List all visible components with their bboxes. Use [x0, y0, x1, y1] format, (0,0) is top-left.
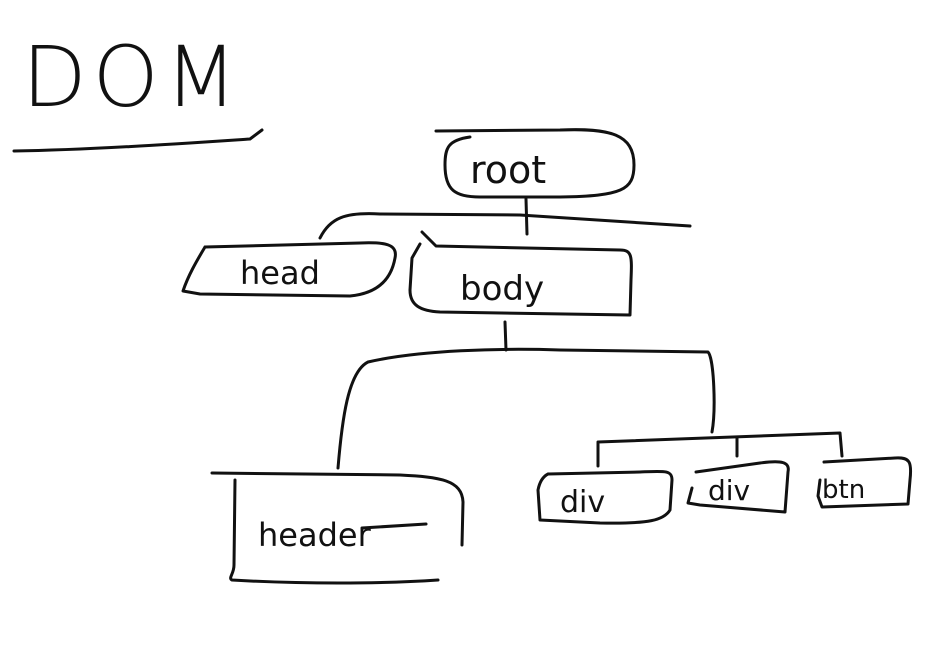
node-div-2: div	[686, 460, 790, 514]
node-head: head	[181, 241, 397, 298]
node-div-1-label: div	[560, 485, 605, 520]
edge-body-bar	[336, 347, 716, 470]
title-underline	[12, 128, 264, 153]
edge-children-bar	[596, 431, 844, 468]
edge-root-bar	[318, 212, 692, 240]
node-header-label: header	[258, 516, 372, 554]
node-head-label: head	[240, 254, 320, 292]
node-header-scribble	[360, 522, 428, 530]
edge-body-trunk	[503, 320, 508, 352]
diagram-title: DOM	[22, 28, 243, 126]
node-body: body	[408, 230, 633, 317]
node-btn: btn	[816, 456, 913, 509]
node-body-label: body	[460, 269, 544, 309]
node-root-label: root	[470, 148, 546, 192]
node-btn-label: btn	[822, 475, 865, 505]
node-root: root	[434, 128, 636, 199]
node-header: header	[210, 471, 465, 585]
node-div-1: div	[536, 469, 674, 525]
node-div-2-label: div	[708, 474, 750, 507]
